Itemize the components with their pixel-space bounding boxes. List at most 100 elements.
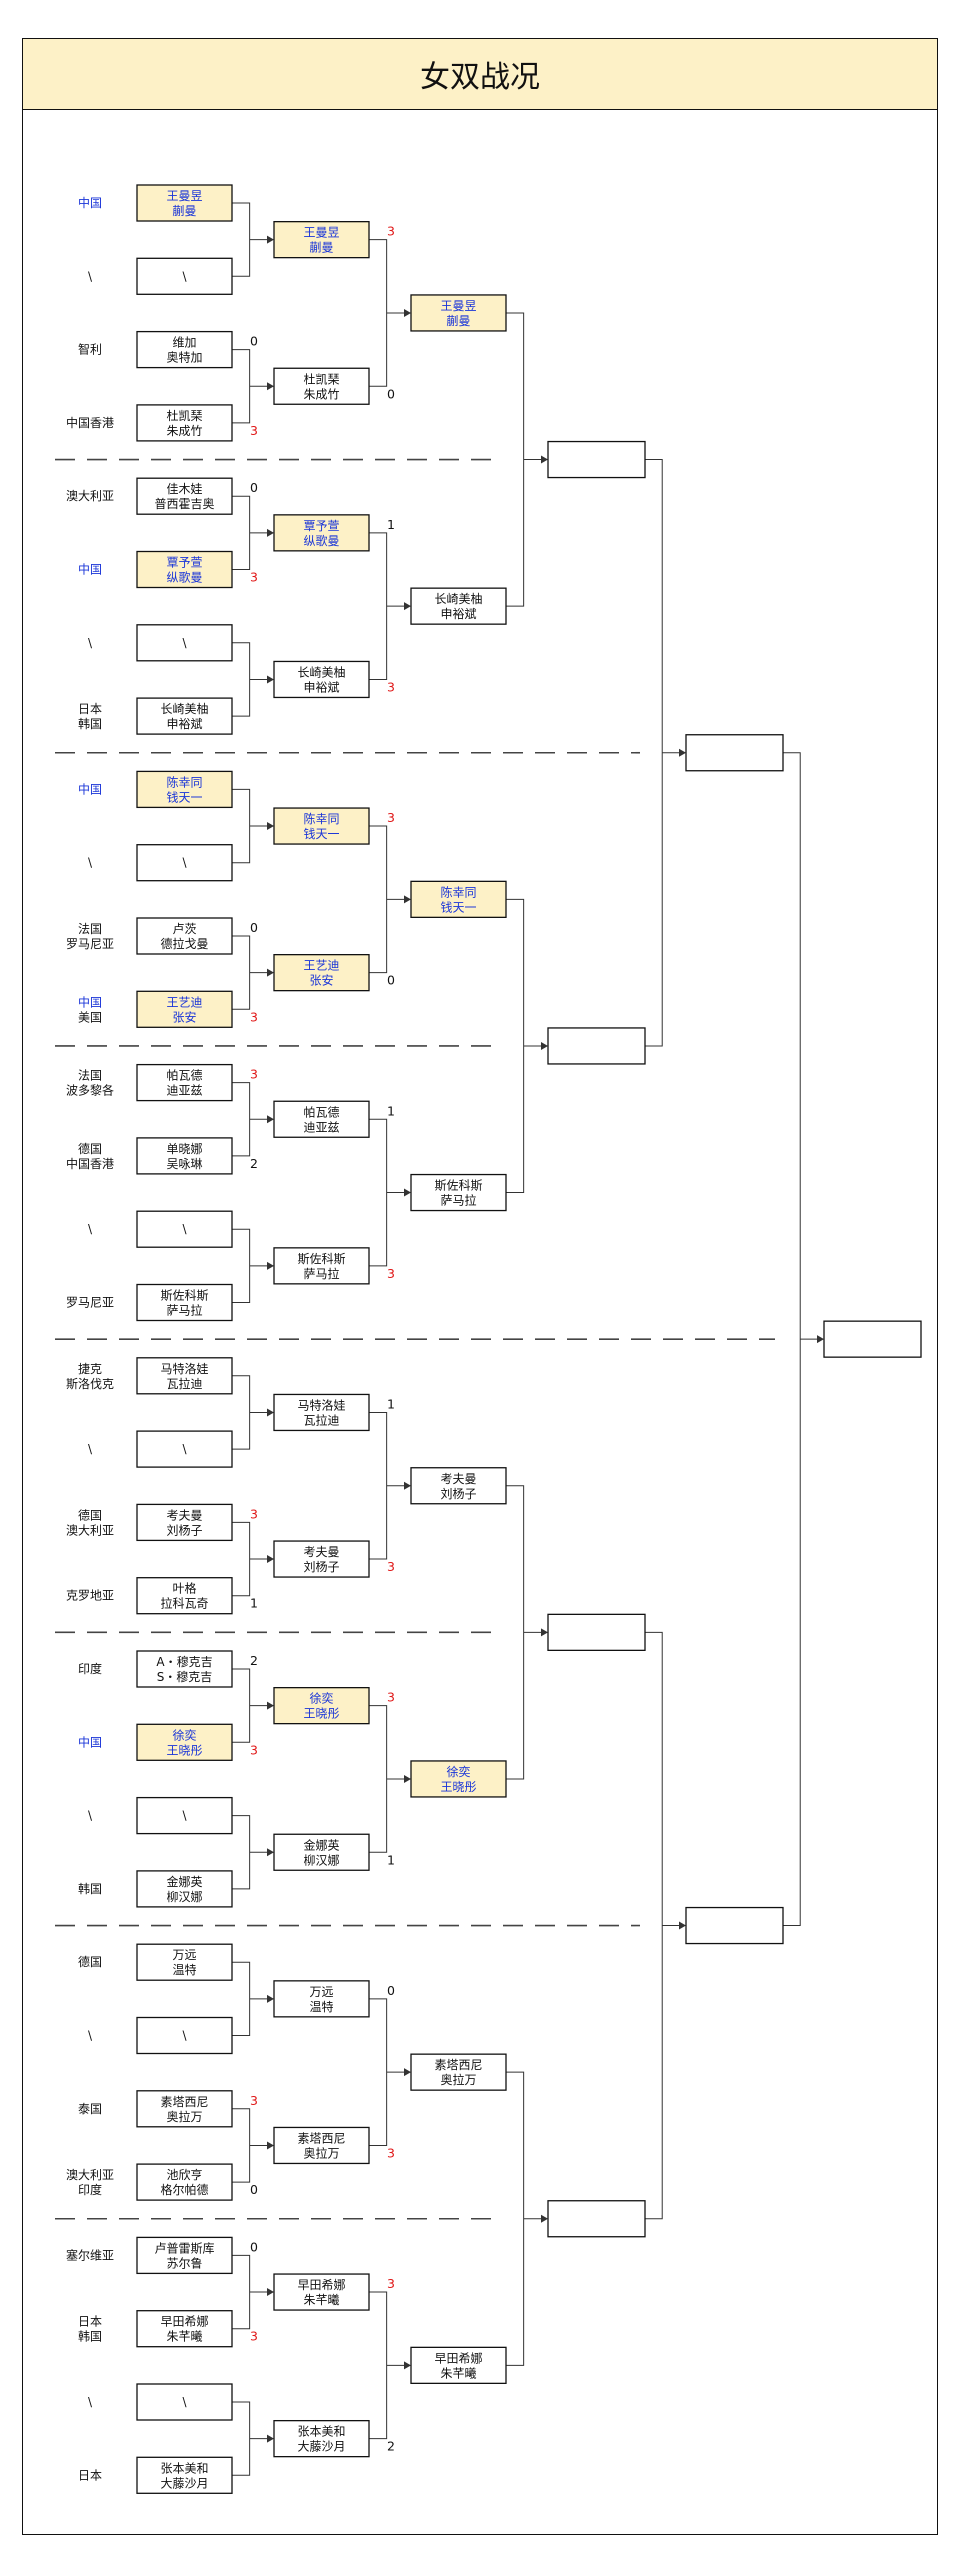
arrow-head: [404, 895, 411, 904]
match-score: 3: [387, 2145, 395, 2160]
connector-10: [232, 1668, 268, 1743]
player-name: 大藤沙月: [160, 2476, 208, 2490]
arrow-head: [267, 1994, 274, 2003]
connector-11: [232, 1815, 268, 1890]
player-name: 素塔西尼: [434, 2058, 482, 2072]
player-name: 考夫曼: [440, 1472, 476, 1486]
player-box: [136, 1503, 233, 1542]
player-box: [136, 2236, 233, 2275]
country-label: 日本: [78, 2468, 102, 2482]
country-label: 中国: [78, 562, 102, 577]
player-name: 早田希娜: [434, 2350, 482, 2365]
player-box: [547, 1027, 646, 1065]
player-box: [136, 1283, 233, 1322]
player-name: 拉科瓦奇: [160, 1596, 208, 1611]
player-name: 吴咏琳: [166, 1157, 202, 1171]
country-label: 克罗地亚: [66, 1589, 114, 1603]
arrow-head: [404, 1481, 411, 1490]
player-name: 帕瓦德: [166, 1068, 202, 1083]
match-score: 3: [387, 1266, 395, 1281]
country-label: 印度: [78, 1661, 102, 1676]
player-box: [273, 2419, 370, 2458]
country-label: 罗马尼亚: [66, 1296, 114, 1310]
title-bar: 女双战况: [22, 38, 938, 110]
player-name: 朱芊曦: [440, 2366, 476, 2380]
player-name: 马特洛娃: [297, 1397, 345, 1412]
connector-23: [369, 2291, 405, 2440]
player-box: [136, 770, 233, 809]
player-name: 奥特加: [166, 350, 202, 365]
connector-26: [506, 1485, 542, 1780]
player-box: [273, 1833, 370, 1871]
match-score: 3: [387, 810, 395, 825]
match-score: 3: [250, 423, 258, 438]
player-name: \: [182, 1442, 187, 1456]
player-name: 蒯曼: [309, 241, 333, 255]
country-label: 中国: [78, 1734, 102, 1749]
arrow-head: [404, 2068, 411, 2077]
player-name: 徐奕: [309, 1691, 333, 1706]
player-box: [136, 2310, 233, 2348]
player-name: 王曼昱: [440, 299, 476, 313]
connector-27: [506, 2071, 542, 2366]
player-box: [273, 220, 370, 259]
match-score: 3: [250, 2329, 258, 2344]
player-name: 王曼昱: [166, 189, 202, 203]
arrow-head: [267, 822, 274, 831]
player-box: [136, 990, 233, 1028]
player-name: 王晓彤: [303, 1707, 339, 1721]
player-box: [136, 1210, 233, 1248]
country-label: 美国: [78, 1010, 102, 1024]
arrow-head: [541, 1628, 548, 1637]
player-box: [273, 1100, 370, 1138]
player-name: \: [182, 2029, 187, 2043]
arrow-head: [679, 748, 686, 757]
player-name: 大藤沙月: [297, 2440, 345, 2454]
player-name: 长崎美柚: [160, 701, 208, 716]
arrow-head: [267, 1848, 274, 1857]
country-label: 中国: [78, 195, 102, 210]
match-score: 3: [250, 570, 258, 585]
player-name: 蒯曼: [172, 204, 196, 218]
country-label: 塞尔维亚: [66, 2247, 114, 2262]
player-name: 瓦拉迪: [166, 1376, 202, 1391]
connector-28: [645, 459, 680, 1047]
country-label: 中国: [78, 994, 102, 1009]
player-box: [136, 184, 233, 222]
player-box: [136, 697, 233, 735]
player-name: 申裕斌: [303, 679, 339, 694]
player-box: [136, 2090, 233, 2128]
match-score: 1: [387, 1103, 395, 1118]
arrow-head: [267, 968, 274, 977]
connector-14: [232, 2254, 268, 2330]
player-box: [273, 1247, 370, 1285]
country-label: 捷克: [78, 1362, 102, 1376]
player-box: [547, 1613, 646, 1651]
arrow-head: [541, 2214, 548, 2223]
country-label: \: [88, 1442, 93, 1456]
player-name: 迪亚兹: [166, 1084, 202, 1098]
player-box: [273, 660, 370, 699]
player-name: 王晓彤: [166, 1743, 202, 1757]
country-label: 澳大利亚: [66, 2168, 114, 2182]
player-name: 蒯曼: [446, 314, 470, 328]
player-box: [410, 2346, 507, 2385]
connector-4: [232, 788, 268, 864]
player-name: 徐奕: [446, 1764, 470, 1779]
connector-25: [506, 898, 542, 1194]
arrow-head: [267, 1701, 274, 1710]
connector-17: [369, 532, 405, 680]
player-box: [410, 1760, 507, 1798]
player-name: 钱天一: [440, 899, 476, 914]
match-score: 0: [250, 2239, 258, 2254]
connector-16: [369, 239, 405, 387]
connector-6: [232, 1082, 268, 1157]
match-score: 3: [387, 1559, 395, 1574]
country-label: 澳大利亚: [66, 489, 114, 503]
player-name: 金娜英: [303, 1837, 339, 1852]
connector-13: [232, 2108, 268, 2183]
player-box: [136, 844, 233, 882]
arrow-head: [267, 382, 274, 391]
arrow-head: [404, 1774, 411, 1783]
player-name: 温特: [172, 1962, 196, 1977]
